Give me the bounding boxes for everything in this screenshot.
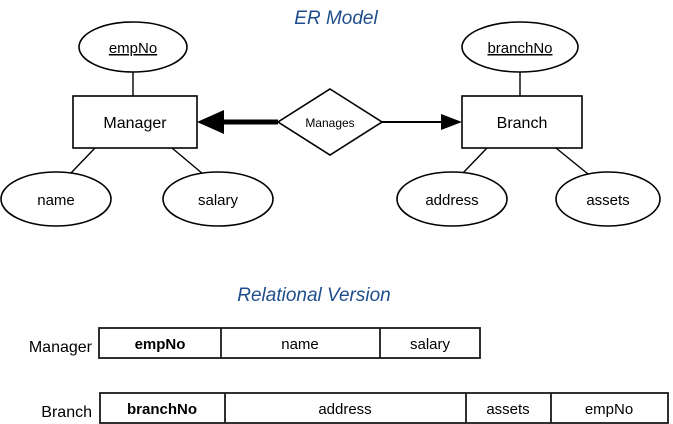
relation-manager: Manager empNo name salary [29,327,481,359]
relation-manager-cell-name[interactable]: name [281,336,319,353]
entity-branch-label: Branch [497,115,548,132]
connector-salary-manager [171,147,204,175]
relation-manager-cell-empno[interactable]: empNo [135,336,186,353]
attribute-salary-ellipse[interactable] [162,171,274,227]
attribute-salary-label: salary [198,192,239,209]
attribute-empno-ellipse[interactable] [78,21,188,73]
relational-version-title: Relational Version [237,285,391,306]
entity-manager[interactable]: Manager [72,95,198,149]
relationship-manages-label: Manages [305,116,354,130]
entity-branch-box[interactable] [461,95,583,149]
relation-manager-box [98,327,481,359]
relationship-manages-diamond[interactable] [276,88,384,156]
relation-branch-box [99,392,669,424]
relationship-manages[interactable]: Manages [276,88,384,156]
attribute-name-label: name [37,192,75,209]
connector-assets-branch [555,147,589,175]
relation-branch-cell-empno-fk[interactable]: empNo [585,401,633,418]
relation-manager-cell-salary[interactable]: salary [410,336,451,353]
relation-branch-name: Branch [41,404,92,421]
attribute-assets[interactable]: assets [555,171,661,227]
entity-manager-label: Manager [103,115,167,132]
connector-address-branch [461,147,488,175]
relation-branch-cell-assets[interactable]: assets [486,401,529,418]
entity-manager-box[interactable] [72,95,198,149]
relation-branch-cell-branchno[interactable]: branchNo [127,401,197,418]
attribute-address-label: address [425,192,478,209]
attribute-branchno-label: branchNo [487,40,552,57]
attribute-name[interactable]: name [0,171,112,227]
relation-manager-name: Manager [29,339,93,356]
entity-branch[interactable]: Branch [461,95,583,149]
attribute-assets-ellipse[interactable] [555,171,661,227]
attribute-salary[interactable]: salary [162,171,274,227]
attribute-branchno[interactable]: branchNo [461,21,579,73]
attribute-connectors [69,72,589,175]
er-model-title: ER Model [294,8,378,29]
attribute-assets-label: assets [586,192,629,209]
attribute-empno[interactable]: empNo [78,21,188,73]
attribute-empno-label: empNo [109,40,157,57]
attribute-branchno-ellipse[interactable] [461,21,579,73]
attribute-address-ellipse[interactable] [396,171,508,227]
attribute-address[interactable]: address [396,171,508,227]
relation-branch: Branch branchNo address assets empNo [41,392,669,424]
arrowhead-to-branch-icon [441,114,462,130]
relation-branch-cell-address[interactable]: address [318,401,371,418]
connector-name-manager [69,147,96,175]
arrowhead-to-manager-icon [197,110,224,134]
attribute-name-ellipse[interactable] [0,171,112,227]
relationship-links [197,110,462,134]
